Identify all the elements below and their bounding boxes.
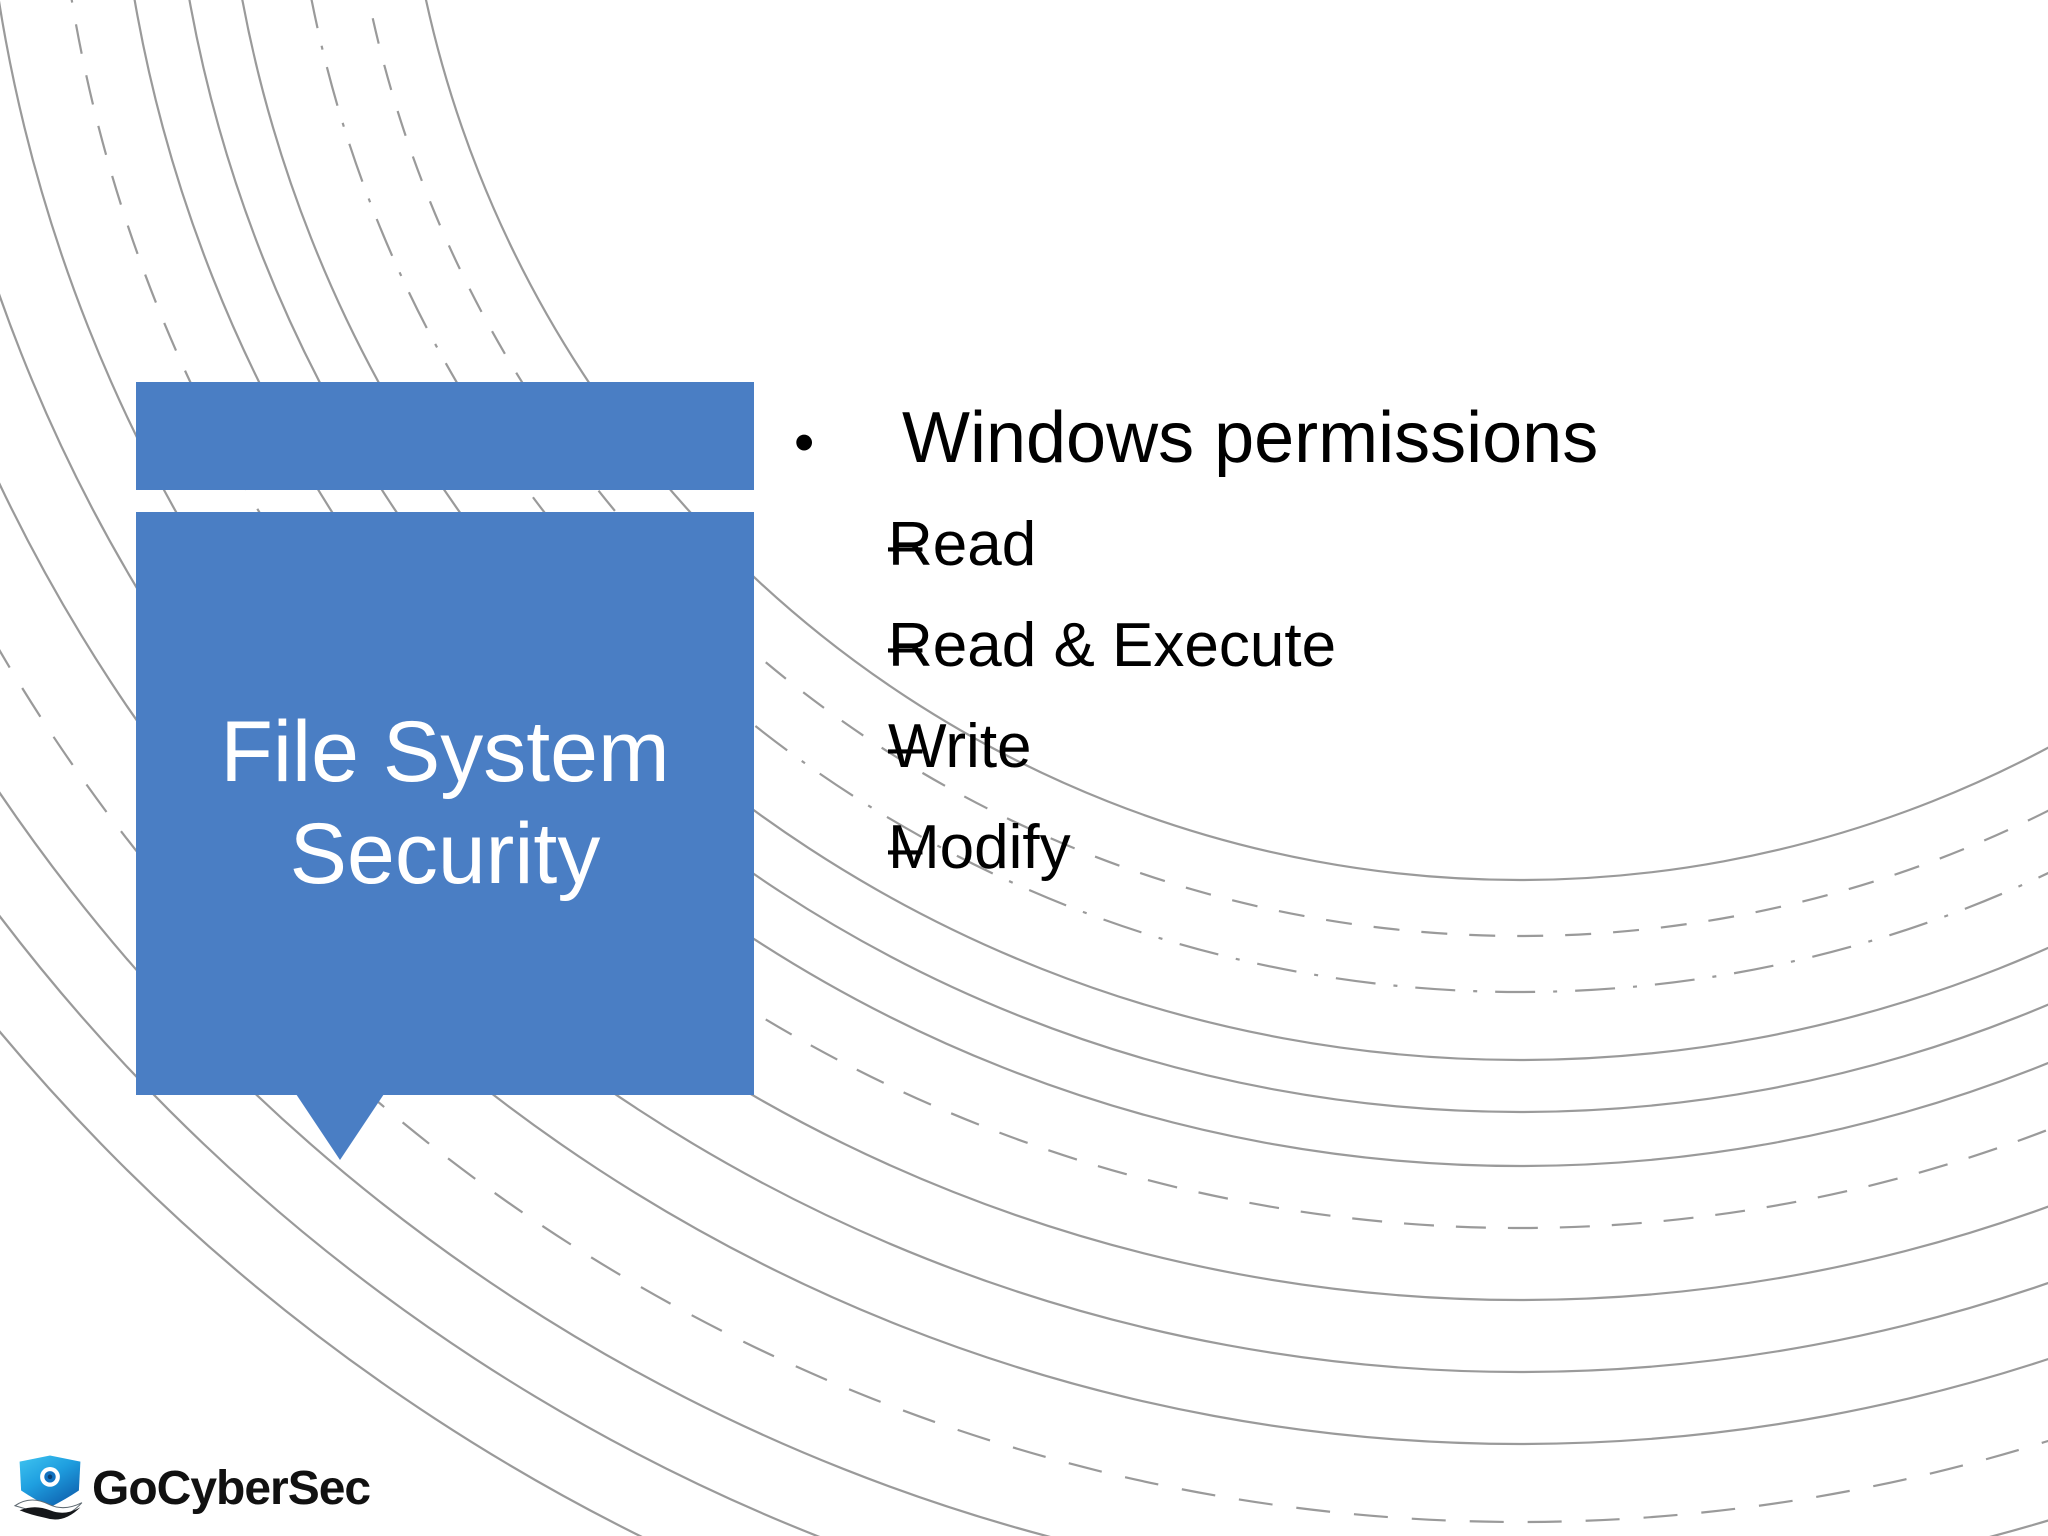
list-item: – Read & Execute (780, 610, 1960, 680)
bullet-dot-icon: • (794, 410, 815, 475)
shield-eye-icon (13, 1455, 83, 1520)
dash-marker-icon: – (888, 812, 923, 882)
brand-logo-text: GoCyberSec (92, 1462, 371, 1515)
list-item: – Modify (780, 812, 1960, 882)
bullet-item-primary: • Windows permissions (780, 398, 1960, 478)
dash-marker-icon: – (888, 610, 923, 680)
sub-item-label: Read (888, 509, 1037, 579)
sub-item-label: Modify (888, 812, 1071, 882)
sub-item-label: Read & Execute (888, 610, 1337, 680)
brand-logo: GoCyberSec (12, 1448, 371, 1530)
list-item: – Read (780, 509, 1960, 579)
callout-body: File System Security (136, 512, 754, 1095)
dash-marker-icon: – (888, 509, 923, 579)
callout-tail-pointer (296, 1094, 384, 1160)
sub-item-label: Write (888, 711, 1032, 781)
callout-title: File System Security (220, 704, 670, 902)
dash-marker-icon: – (888, 711, 923, 781)
list-item: – Write (780, 711, 1960, 781)
callout-top-bar (136, 382, 754, 490)
content-bullet-list: • Windows permissions – Read – Read & Ex… (780, 398, 1960, 882)
bullet-item-label: Windows permissions (902, 398, 1599, 478)
